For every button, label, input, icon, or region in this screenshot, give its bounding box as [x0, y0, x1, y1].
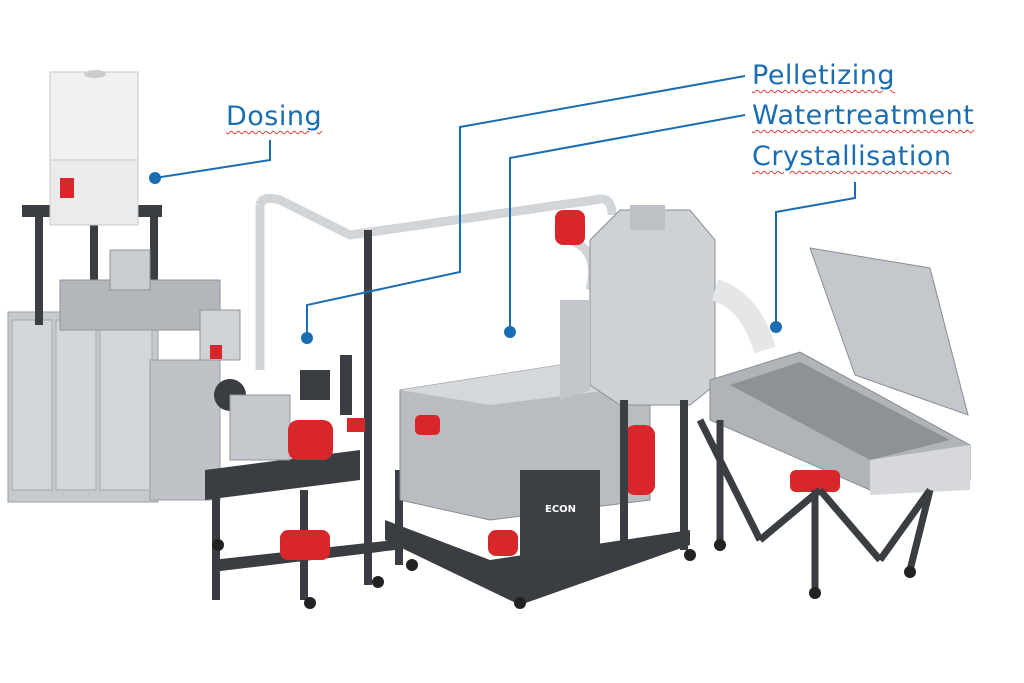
- watertreatment-marker-dot: [504, 326, 516, 338]
- dosing-marker-dot: [149, 172, 161, 184]
- crystallisation-label: Crystallisation: [752, 141, 952, 172]
- pelletizing-label: Pelletizing: [752, 60, 896, 91]
- pelletizing-unit: [205, 355, 418, 609]
- watertreatment-label: Watertreatment: [752, 100, 975, 131]
- crystallisation-marker-dot: [770, 321, 782, 333]
- watertreatment-leader-line: [509, 114, 746, 332]
- dosing-label: Dosing: [226, 101, 323, 132]
- dryer-unit: [555, 205, 776, 560]
- pelletizing-leader-line: [306, 75, 746, 338]
- dosing-extruder-unit: [7, 70, 246, 503]
- dosing-leader-line: [154, 140, 271, 179]
- crystallisation-unit: [696, 247, 971, 599]
- leader-lines: [154, 75, 856, 338]
- crystallisation-leader-line: [775, 182, 856, 327]
- econ-logo: ECON: [545, 504, 576, 515]
- pelletizing-marker-dot: [301, 332, 313, 344]
